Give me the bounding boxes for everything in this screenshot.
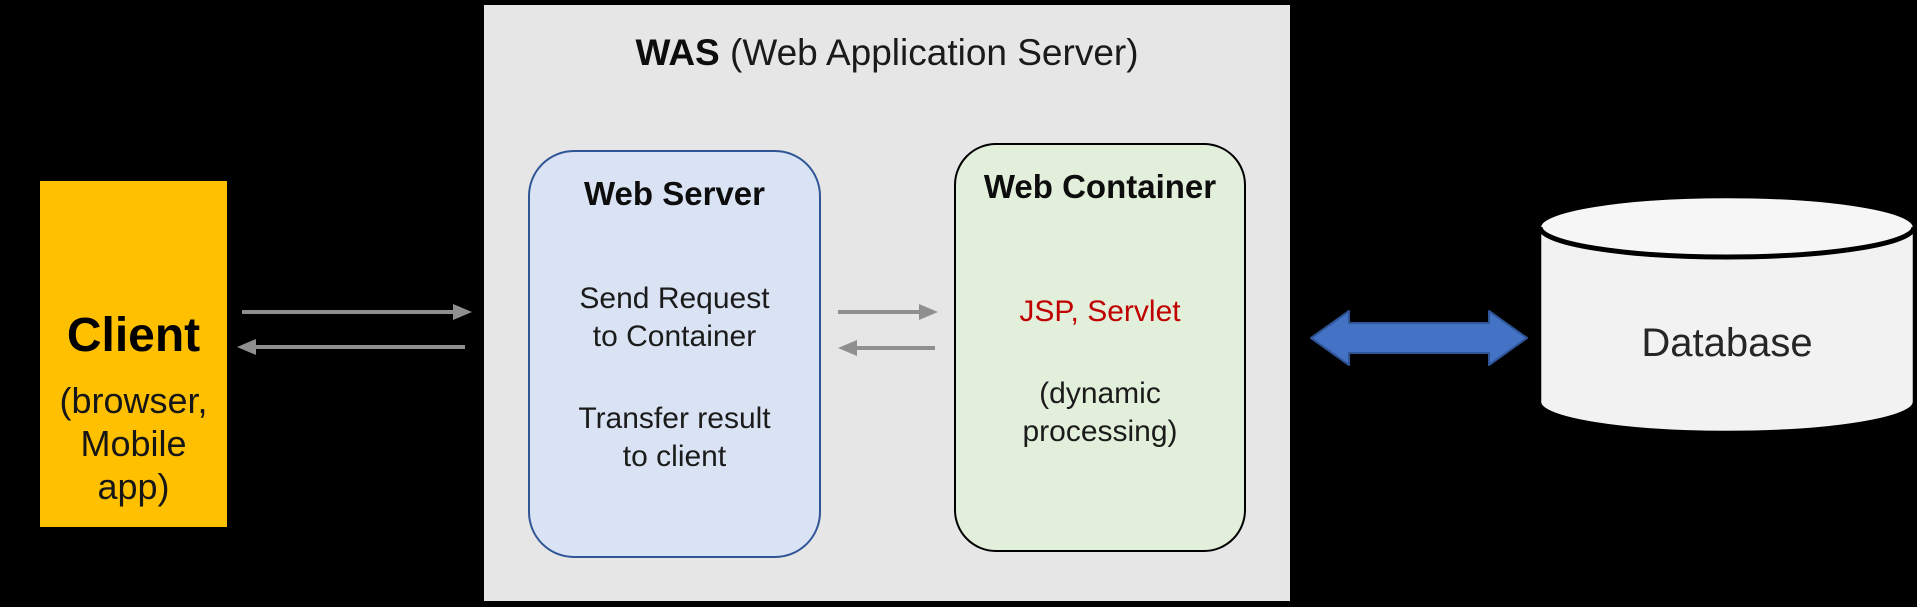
database-label: Database (1641, 321, 1813, 365)
client-subtitle-line2: Mobile app) (80, 423, 187, 507)
cylinder-top-rim (1537, 226, 1917, 260)
web-server-box: Web Server Send Request to Container Tra… (528, 150, 821, 558)
was-to-client-arrow (237, 339, 465, 355)
container-to-webserver-arrow (838, 340, 935, 356)
client-title: Client (66, 309, 201, 362)
webserver-to-container-arrow (838, 304, 938, 320)
web-container-note: (dynamic processing) (956, 375, 1244, 451)
was-title: WAS (Web Application Server) (484, 31, 1290, 75)
arrow-head-right-icon (453, 304, 472, 320)
web-container-title: Web Container (983, 168, 1217, 205)
arrow-head-left-icon (838, 340, 857, 356)
web-server-request-line1: Send Request (579, 282, 770, 315)
arrow-head-left-icon (237, 339, 256, 355)
arrow-shaft (857, 346, 935, 350)
web-server-request-text: Send Request to Container (530, 280, 819, 356)
was-database-arrow (1310, 310, 1528, 366)
arrow-shaft (838, 310, 919, 314)
double-arrow-icon (1310, 310, 1528, 366)
cylinder-body (1538, 225, 1916, 434)
web-server-transfer-line2: to client (622, 440, 727, 473)
web-container-tech: JSP, Servlet (1019, 295, 1181, 328)
was-title-abbrev: WAS (635, 32, 720, 73)
web-container-note-line2: processing) (1022, 415, 1178, 448)
arrow-head-right-icon (919, 304, 938, 320)
web-server-transfer-line1: Transfer result (578, 402, 771, 435)
client-subtitle-line1: (browser, (59, 380, 208, 421)
web-container-note-line1: (dynamic (1039, 377, 1161, 410)
web-container-box: Web Container JSP, Servlet (dynamic proc… (954, 143, 1246, 552)
database-cylinder-icon (1537, 195, 1917, 434)
client-subtitle: (browser, Mobile app) (40, 379, 227, 508)
web-server-title: Web Server (584, 175, 765, 212)
arrow-shaft (256, 345, 465, 349)
web-server-request-line2: to Container (592, 320, 757, 353)
client-box: Client (browser, Mobile app) (40, 181, 227, 527)
arrow-shaft (242, 310, 453, 314)
was-title-full: (Web Application Server) (719, 32, 1139, 73)
client-to-was-arrow (242, 304, 472, 320)
web-server-transfer-text: Transfer result to client (530, 400, 819, 476)
